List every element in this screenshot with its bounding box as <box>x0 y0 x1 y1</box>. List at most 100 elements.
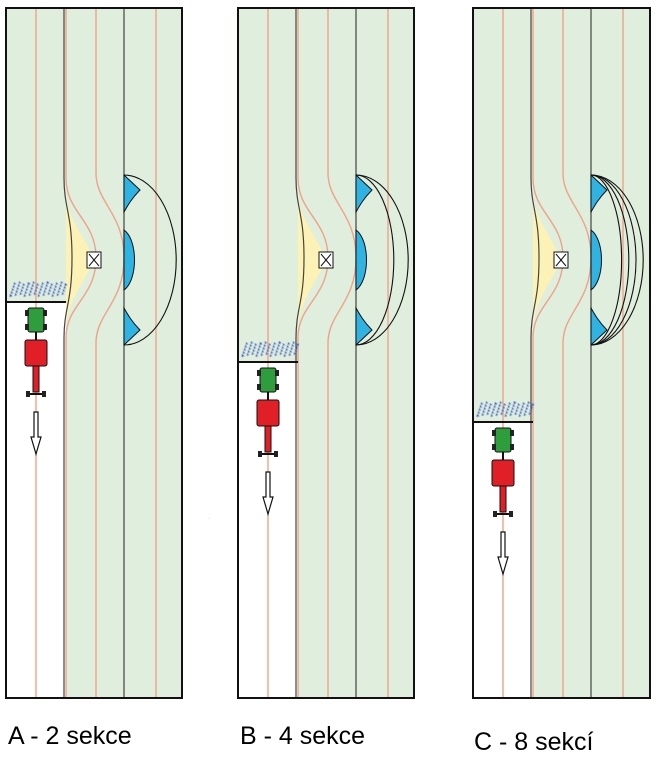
svg-text:*: * <box>261 349 265 357</box>
section-arcs <box>590 173 644 347</box>
svg-text:*: * <box>59 283 63 291</box>
svg-text:*: * <box>499 400 503 408</box>
svg-text:*: * <box>290 346 294 354</box>
seed-bed: ****************************************… <box>476 400 535 421</box>
svg-text:*: * <box>484 403 488 411</box>
svg-text:*: * <box>58 286 62 294</box>
svg-text:*: * <box>517 402 521 410</box>
svg-text:*: * <box>33 291 37 299</box>
seed-bed: ****************************************… <box>9 280 68 301</box>
panel-border <box>472 7 651 699</box>
svg-text:*: * <box>500 411 504 419</box>
overlap-wedge-bottom <box>123 306 141 347</box>
svg-text:*: * <box>269 353 273 361</box>
svg-text:*: * <box>504 413 508 421</box>
svg-text:*: * <box>497 406 501 414</box>
svg-text:*: * <box>481 412 485 420</box>
svg-text:*: * <box>9 293 13 301</box>
section-arc-4 <box>590 174 644 346</box>
svg-text:*: * <box>528 411 532 419</box>
svg-text:*: * <box>38 290 42 298</box>
tractor-icon <box>257 367 279 400</box>
svg-text:*: * <box>294 348 298 356</box>
svg-text:*: * <box>492 407 496 415</box>
svg-text:*: * <box>258 344 262 352</box>
svg-text:*: * <box>250 340 254 348</box>
svg-text:*: * <box>505 410 509 418</box>
svg-text:*: * <box>509 412 513 420</box>
svg-text:*: * <box>243 347 247 355</box>
svg-text:*: * <box>27 281 31 289</box>
svg-text:*: * <box>26 284 30 292</box>
svg-text:*: * <box>527 400 531 408</box>
svg-text:*: * <box>259 341 263 349</box>
svg-text:*: * <box>15 289 19 297</box>
svg-text:*: * <box>244 344 248 352</box>
svg-text:*: * <box>28 292 32 300</box>
lane-boundary-left <box>63 8 73 698</box>
svg-text:*: * <box>515 408 519 416</box>
svg-text:*: * <box>513 400 517 408</box>
svg-text:*: * <box>514 411 518 419</box>
overlap-wedge-bottom <box>590 306 608 347</box>
svg-text:*: * <box>265 351 269 359</box>
svg-text:*: * <box>16 286 20 294</box>
svg-text:*: * <box>293 351 297 359</box>
svg-text:*: * <box>511 406 515 414</box>
svg-text:*: * <box>530 405 534 413</box>
svg-text:*: * <box>246 352 250 360</box>
panel-a: ****************************************… <box>5 7 183 699</box>
svg-text:*: * <box>22 282 26 290</box>
svg-text:*: * <box>513 400 517 408</box>
svg-text:*: * <box>508 401 512 409</box>
svg-text:*: * <box>518 413 522 421</box>
svg-text:*: * <box>519 410 523 418</box>
svg-text:*: * <box>285 347 289 355</box>
svg-text:*: * <box>273 341 277 349</box>
stray-mark: · <box>208 516 210 522</box>
svg-text:*: * <box>478 407 482 415</box>
svg-text:*: * <box>42 292 46 300</box>
svg-text:*: * <box>272 344 276 352</box>
svg-text:*: * <box>17 283 21 291</box>
svg-text:*: * <box>490 413 494 421</box>
svg-text:*: * <box>274 352 278 360</box>
svg-text:*: * <box>260 352 264 360</box>
overlap-wedge-top <box>123 173 141 214</box>
svg-text:*: * <box>520 407 524 415</box>
svg-text:*: * <box>480 401 484 409</box>
seed-bed: ****************************************… <box>241 340 300 361</box>
caption-c: C - 8 sekcí <box>474 728 594 756</box>
section-arc-1 <box>355 174 395 346</box>
tractor-icon <box>492 427 514 460</box>
svg-text:*: * <box>495 412 499 420</box>
svg-text:*: * <box>262 346 266 354</box>
svg-text:*: * <box>278 340 282 348</box>
svg-text:*: * <box>512 403 516 411</box>
svg-text:*: * <box>279 351 283 359</box>
svg-text:*: * <box>252 348 256 356</box>
svg-text:*: * <box>491 410 495 418</box>
svg-text:*: * <box>496 409 500 417</box>
svg-text:*: * <box>53 287 57 295</box>
svg-text:*: * <box>255 353 259 361</box>
svg-text:*: * <box>14 292 18 300</box>
overlap-wedge-top <box>590 173 608 214</box>
section-arc-3 <box>590 174 637 346</box>
svg-text:*: * <box>531 402 535 410</box>
svg-text:*: * <box>45 283 49 291</box>
svg-text:*: * <box>20 288 24 296</box>
drill-icon <box>491 459 515 517</box>
svg-text:*: * <box>283 353 287 361</box>
svg-text:*: * <box>52 290 56 298</box>
svg-text:*: * <box>46 280 50 288</box>
svg-text:*: * <box>291 343 295 351</box>
caption-a: A - 2 sekce <box>8 722 132 750</box>
svg-text:*: * <box>248 346 252 354</box>
headland-area <box>298 190 326 330</box>
svg-text:*: * <box>501 408 505 416</box>
svg-text:*: * <box>47 291 51 299</box>
svg-text:*: * <box>267 345 271 353</box>
svg-text:*: * <box>494 401 498 409</box>
svg-text:*: * <box>521 404 525 412</box>
